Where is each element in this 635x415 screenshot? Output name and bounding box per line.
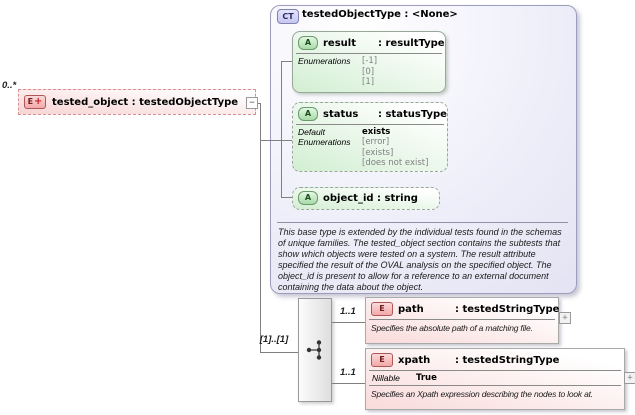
expand-toggle[interactable]: + — [624, 372, 635, 384]
element-type: : testedStringType — [455, 354, 560, 366]
element-node-xpath[interactable]: E xpath : testedStringType Nillable True… — [365, 348, 625, 410]
connector-line — [330, 322, 365, 323]
connector-line — [260, 103, 261, 353]
nillable-label: Nillable — [372, 373, 400, 383]
element-documentation: Specifies an Xpath expression describing… — [371, 389, 593, 399]
cardinality-label: 1..1 — [340, 306, 356, 317]
compositor-cardinality: [1]..[1] — [259, 334, 289, 345]
divider — [296, 124, 444, 125]
connector-line — [260, 352, 298, 353]
attribute-node-status[interactable]: A status : statusType Default exists Enu… — [292, 102, 448, 172]
connector-line — [330, 383, 365, 384]
enumeration-values: [-1] [0] [1] — [362, 56, 378, 88]
enumeration-values: [error] [exists] [does not exist] — [362, 137, 429, 169]
attribute-name: result — [323, 37, 356, 49]
element-label: tested_object : testedObjectType — [52, 96, 239, 108]
default-value: exists — [362, 127, 391, 137]
element-icon: E+ — [24, 95, 46, 109]
connector-line — [281, 61, 282, 198]
element-documentation: Specifies the absolute path of a matchin… — [371, 323, 533, 333]
attribute-icon: A — [298, 107, 318, 121]
divider — [277, 222, 568, 223]
element-icon: E — [371, 302, 393, 316]
attribute-icon: A — [298, 36, 318, 50]
compositor-node[interactable] — [298, 298, 332, 402]
default-label: Default — [298, 127, 325, 137]
compositor-icon — [306, 340, 322, 360]
nillable-value: True — [416, 373, 437, 383]
element-name: path — [398, 303, 424, 315]
element-name: xpath — [398, 354, 431, 366]
complex-type-title: testedObjectType : <None> — [302, 9, 458, 20]
element-type: : testedStringType — [455, 303, 560, 315]
connector-line — [257, 103, 261, 104]
attribute-name: status — [323, 108, 359, 120]
connector-line — [281, 61, 292, 62]
expand-toggle[interactable]: + — [559, 312, 571, 324]
complex-type-documentation: This base type is extended by the indivi… — [278, 227, 562, 293]
connector-line — [260, 140, 292, 141]
divider — [369, 385, 621, 386]
divider — [369, 319, 555, 320]
connector-line — [281, 197, 292, 198]
cardinality-label: 0..* — [2, 80, 17, 91]
attribute-type: : resultType — [378, 37, 445, 49]
element-node-path[interactable]: E path : testedStringType Specifies the … — [365, 297, 559, 344]
divider — [296, 53, 442, 54]
cardinality-label: 1..1 — [340, 367, 356, 378]
element-node-tested-object[interactable]: E+ tested_object : testedObjectType — [18, 89, 256, 115]
element-icon: E — [371, 353, 393, 367]
attribute-node-result[interactable]: A result : resultType Enumerations [-1] … — [292, 31, 446, 93]
attribute-type: : statusType — [378, 108, 447, 120]
attribute-node-object-id[interactable]: A object_id : string — [292, 187, 440, 210]
attribute-icon: A — [298, 191, 318, 205]
plus-glyph: + — [34, 95, 43, 107]
divider — [369, 370, 621, 371]
enumerations-label: Enumerations — [298, 137, 351, 147]
complex-type-icon: CT — [277, 9, 299, 24]
collapse-toggle[interactable]: − — [246, 97, 258, 109]
enumerations-label: Enumerations — [298, 56, 351, 66]
attribute-label: object_id : string — [323, 192, 418, 204]
